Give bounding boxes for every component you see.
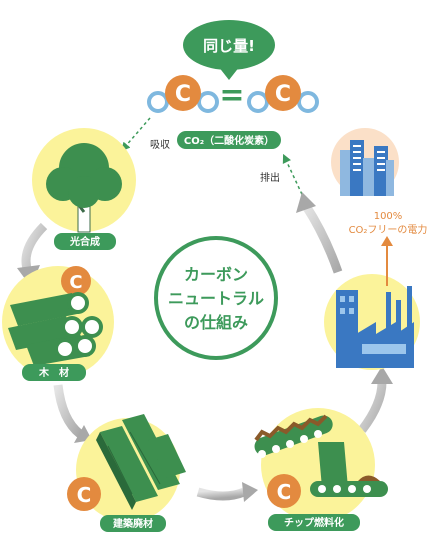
co2-molecule-left: C — [147, 75, 219, 113]
absorb-arrow — [121, 117, 151, 152]
cycle-arrow-chip-to-plant — [358, 381, 387, 433]
tree-stage: 光合成 — [32, 128, 136, 250]
arrowhead-waste-to-chip — [242, 482, 258, 502]
power-line1: 100% — [374, 211, 403, 222]
cycle-arrow-plant-to-air — [302, 203, 343, 274]
stage-label-waste-wood: 建築廃材 — [112, 517, 153, 530]
city-buildings-icon — [340, 140, 394, 196]
power-plant-stage — [324, 274, 420, 370]
oxygen-atom-left-1 — [147, 91, 169, 113]
cycle-arrow-tree-to-lumber — [21, 222, 48, 274]
carbon-atom-left-label: C — [175, 82, 191, 107]
center-title-line1: カーボン — [184, 265, 248, 284]
arrowhead-chip-to-plant — [371, 366, 393, 384]
carbon-marker-waste-label: C — [77, 483, 92, 507]
equals-sign: = — [219, 78, 244, 113]
co2-label-text: CO₂（二酸化炭素） — [184, 134, 274, 147]
carbon-marker-lumber-label: C — [69, 272, 82, 293]
stage-label-photosynthesis: 光合成 — [69, 235, 100, 248]
stage-label-chip-fuel: チップ燃料化 — [284, 516, 344, 529]
power-output: 100% CO₂フリーの電力 — [349, 211, 428, 286]
waste-wood-stage: C 建築廃材 — [67, 414, 186, 532]
conveyor-machine-icon — [254, 414, 388, 497]
lumber-stage: C 木 材 — [2, 266, 114, 381]
bubble-text: 同じ量! — [203, 37, 255, 55]
carbon-atom-left — [165, 75, 201, 111]
carbon-atom-right — [265, 75, 301, 111]
carbon-marker-waste — [67, 477, 101, 511]
oxygen-atom-left-2 — [197, 91, 219, 113]
center-title-line2: ニュートラル — [168, 289, 264, 308]
carbon-marker-chip-label: C — [277, 480, 292, 504]
arrowhead-plant-to-air — [296, 192, 316, 213]
center-ring: カーボン ニュートラル の仕組み — [154, 236, 278, 360]
log-stack-icon — [8, 292, 103, 366]
factory-icon — [336, 286, 414, 368]
oxygen-atom-right-1 — [247, 91, 269, 113]
co2-molecule-right: C — [247, 75, 319, 113]
chip-fuel-stage: C チップ燃料化 — [254, 408, 388, 531]
speech-bubble: 同じ量! — [183, 20, 275, 80]
center-title-line3: の仕組み — [184, 313, 248, 332]
emit-label: 排出 — [260, 171, 280, 184]
tree-icon — [46, 143, 122, 233]
cycle-arrow-waste-to-chip — [196, 487, 246, 501]
oxygen-atom-right-2 — [297, 91, 319, 113]
carbon-atom-right-label: C — [275, 82, 291, 107]
stage-label-lumber: 木 材 — [38, 366, 69, 379]
planks-icon — [96, 414, 186, 510]
city-stage — [331, 128, 399, 196]
co2-label-pill: CO₂（二酸化炭素） — [177, 131, 281, 149]
carbon-marker-chip — [267, 474, 301, 508]
carbon-marker-lumber — [61, 266, 91, 296]
absorb-label: 吸収 — [150, 139, 170, 151]
cycle-arrow-lumber-to-waste — [53, 384, 83, 438]
power-line2: CO₂フリーの電力 — [349, 223, 428, 236]
